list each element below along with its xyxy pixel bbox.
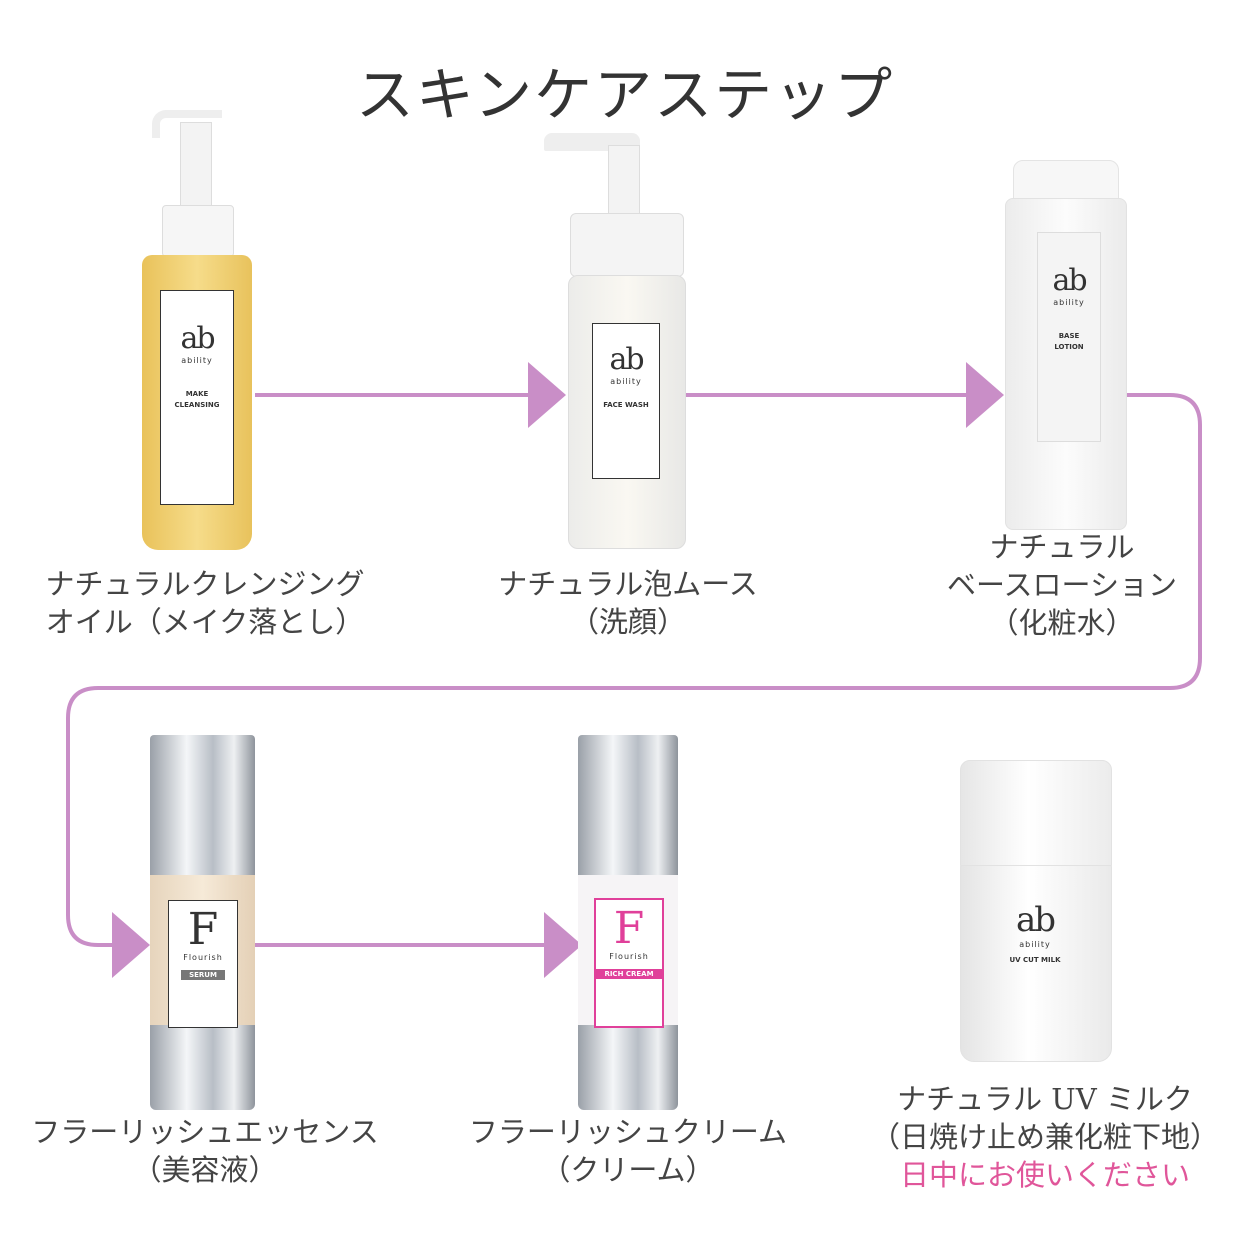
brand-logo: ab — [180, 321, 215, 356]
caption-line: ナチュラルクレンジング — [45, 567, 365, 601]
product-label: CLEANSING — [174, 401, 220, 409]
caption-face-wash: ナチュラル泡ムース （洗顔） — [498, 565, 758, 641]
brand-name: ability — [1019, 940, 1051, 949]
caption-line: （化粧水） — [989, 606, 1135, 640]
connector-3-4 — [66, 393, 1202, 947]
brand-name: ability — [181, 356, 213, 365]
brand-name: ability — [1053, 298, 1085, 307]
product-image-cream: F Flourish RICH CREAM — [578, 735, 678, 1110]
caption-line: （洗顔） — [569, 605, 686, 639]
caption-line: （美容液） — [132, 1153, 278, 1187]
product-image-face-wash: ab ability FACE WASH — [540, 125, 690, 550]
caption-uv-milk: ナチュラル UV ミルク （日焼け止め兼化粧下地） 日中にお使いください — [871, 1080, 1219, 1194]
caption-line: ナチュラル UV ミルク — [897, 1082, 1193, 1116]
arrowhead-5 — [544, 912, 582, 978]
brand-name: Flourish — [183, 953, 223, 962]
brand-logo: ab — [609, 342, 644, 377]
caption-cleansing-oil: ナチュラルクレンジング オイル（メイク落とし） — [45, 565, 364, 641]
page-title: スキンケアステップ — [355, 61, 895, 129]
caption-line: ナチュラル泡ムース — [498, 567, 758, 601]
caption-line: フラーリッシュエッセンス — [31, 1115, 379, 1149]
caption-line: フラーリッシュクリーム — [468, 1115, 788, 1149]
brand-name: Flourish — [609, 952, 649, 961]
caption-line: ベースローション — [947, 568, 1177, 602]
brand-name: ability — [610, 377, 642, 386]
product-label: BASE — [1058, 332, 1080, 340]
caption-cream: フラーリッシュクリーム （クリーム） — [469, 1113, 787, 1189]
caption-serum: フラーリッシュエッセンス （美容液） — [31, 1113, 378, 1189]
product-label: MAKE — [185, 390, 209, 398]
product-image-cleansing-oil: ab ability MAKE CLEANSING — [140, 110, 255, 550]
product-label: RICH CREAM — [596, 969, 662, 979]
daytime-use-note: 日中にお使いください — [899, 1158, 1191, 1192]
caption-base-lotion: ナチュラル ベースローション （化粧水） — [947, 528, 1177, 642]
brand-logo: ab — [1052, 263, 1087, 298]
caption-line: （日焼け止め兼化粧下地） — [870, 1120, 1220, 1154]
caption-line: オイル（メイク落とし） — [45, 605, 365, 639]
brand-logo: F — [613, 903, 645, 954]
brand-logo: ab — [1015, 900, 1056, 940]
product-label: LOTION — [1054, 343, 1084, 351]
product-image-uv-milk: ab ability UV CUT MILK — [960, 760, 1112, 1062]
product-image-base-lotion: ab ability BASE LOTION — [1005, 160, 1127, 530]
arrowhead-3 — [966, 362, 1004, 428]
product-label: FACE WASH — [603, 401, 649, 409]
product-label: UV CUT MILK — [1009, 956, 1061, 964]
caption-line: ナチュラル — [989, 530, 1135, 564]
brand-logo: F — [187, 904, 219, 955]
arrowhead-2 — [528, 362, 566, 428]
caption-line: （クリーム） — [541, 1153, 715, 1187]
product-label: SERUM — [181, 970, 225, 980]
arrowhead-4 — [112, 912, 150, 978]
product-image-serum: F Flourish SERUM — [150, 735, 255, 1110]
